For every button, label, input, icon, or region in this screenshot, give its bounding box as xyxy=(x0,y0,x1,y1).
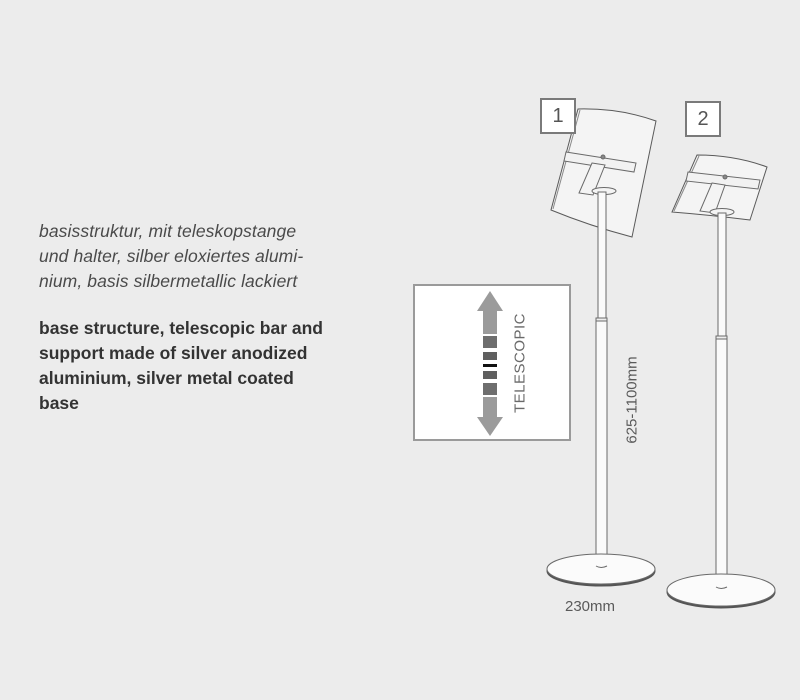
english-description-line: base structure, telescopic bar and xyxy=(39,318,323,338)
height-dimension-label: 625-1100mm xyxy=(623,356,641,444)
base-diameter-label: 230mm xyxy=(565,598,616,615)
german-description-line: und halter, silber eloxiertes alumi- xyxy=(39,246,304,266)
english-description: base structure, telescopic bar and suppo… xyxy=(39,316,379,416)
german-description-line: nium, basis silbermetallic lackiert xyxy=(39,271,298,291)
english-description-line: support made of silver anodized xyxy=(39,343,308,363)
english-description-line: base xyxy=(39,393,79,413)
telescopic-badge xyxy=(413,284,571,441)
english-description-line: aluminium, silver metal coated xyxy=(39,368,294,388)
product-number-badge: 1 xyxy=(540,98,576,134)
product-number-badge: 2 xyxy=(685,101,721,137)
german-description: basisstruktur, mit teleskopstange und ha… xyxy=(39,219,379,294)
double-arrow-icon xyxy=(477,291,503,436)
german-description-line: basisstruktur, mit teleskopstange xyxy=(39,221,297,241)
